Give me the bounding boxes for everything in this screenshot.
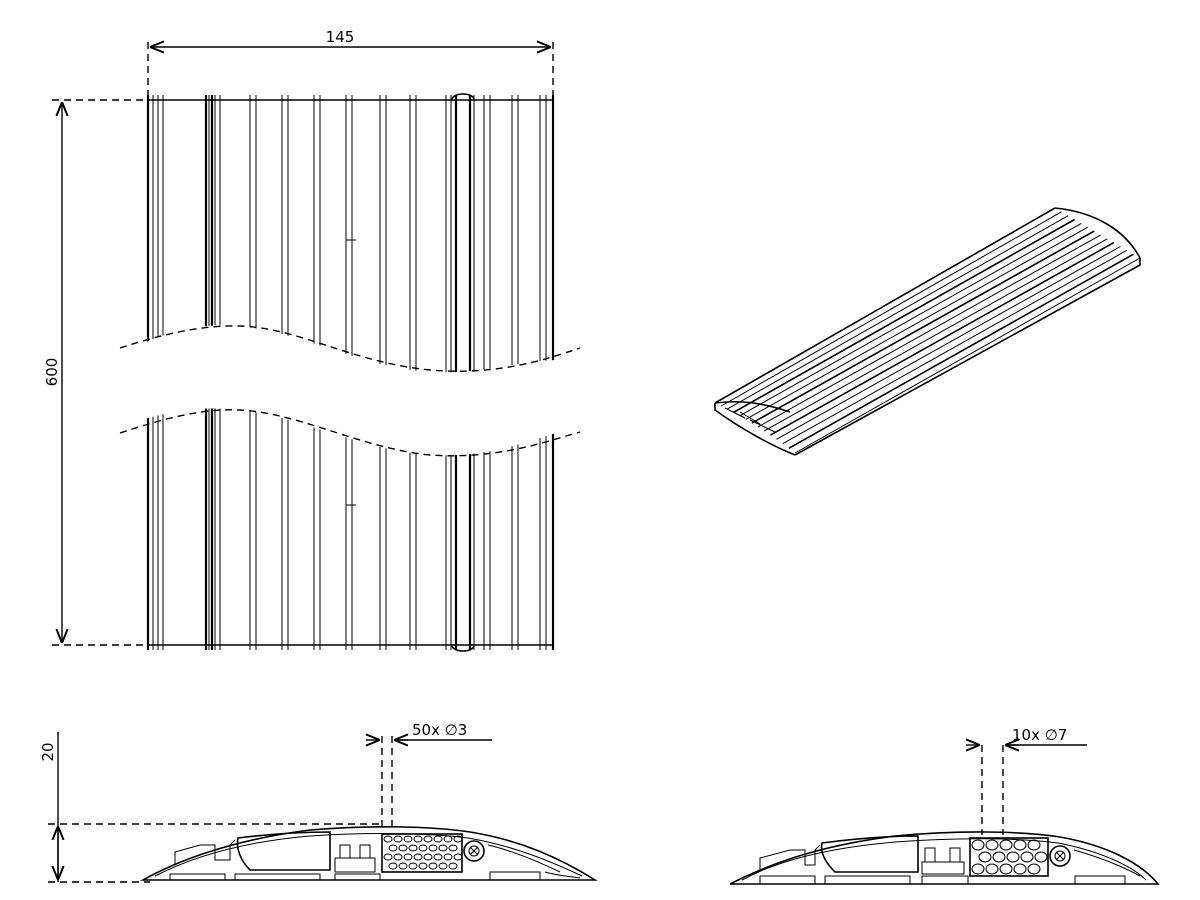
- height-dimension: 600: [43, 99, 146, 646]
- strip-upper: [146, 95, 555, 373]
- strip-lower: [146, 408, 555, 650]
- width-label: 145: [326, 28, 355, 46]
- break-line-upper: [119, 325, 581, 372]
- top-view: 145 600: [43, 28, 581, 652]
- hole-label-a: 50x ∅3: [412, 721, 467, 739]
- width-dimension: 145: [147, 28, 554, 98]
- section-height-label: 20: [39, 742, 57, 761]
- section-view-b: 10x ∅7: [729, 726, 1160, 885]
- hole-label-b: 10x ∅7: [1012, 726, 1067, 744]
- perforated-area: [383, 835, 463, 870]
- break-line-lower: [119, 409, 581, 457]
- height-label: 600: [43, 358, 61, 387]
- isometric-view: [714, 207, 1141, 456]
- section-view-a: 20 50x ∅3: [39, 721, 598, 883]
- perforated-area-large: [971, 839, 1048, 875]
